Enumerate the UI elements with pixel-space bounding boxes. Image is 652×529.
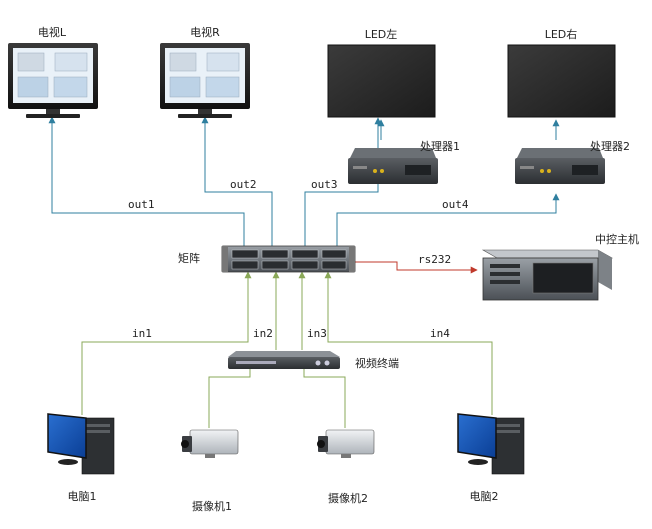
in2-label: in2 bbox=[253, 327, 273, 340]
matrix-label: 矩阵 bbox=[178, 251, 200, 265]
processor2 bbox=[515, 148, 605, 184]
tv-left-label: 电视L bbox=[38, 25, 67, 39]
in4-line bbox=[324, 271, 493, 415]
out4-label: out4 bbox=[442, 198, 469, 211]
camera1 bbox=[181, 429, 239, 458]
output-lines bbox=[48, 116, 560, 246]
camera1-label: 摄像机1 bbox=[192, 499, 232, 513]
out2-label: out2 bbox=[230, 178, 257, 191]
matrix bbox=[221, 245, 356, 273]
video-terminal bbox=[228, 351, 340, 369]
video-terminal-label: 视频终端 bbox=[355, 356, 399, 370]
processor1 bbox=[348, 148, 438, 184]
input-lines bbox=[81, 271, 493, 428]
pc2-label: 电脑2 bbox=[470, 490, 499, 503]
camera1-terminal-line bbox=[208, 369, 251, 428]
pc2 bbox=[457, 413, 525, 475]
camera2 bbox=[317, 429, 375, 458]
out2-line bbox=[201, 116, 273, 246]
processor2-label: 处理器2 bbox=[590, 140, 630, 153]
tv-right bbox=[160, 43, 250, 118]
in4-label: in4 bbox=[430, 327, 450, 340]
out4-line bbox=[336, 193, 560, 246]
rs232-label: rs232 bbox=[418, 253, 451, 266]
pc1 bbox=[47, 413, 115, 475]
camera2-terminal-line bbox=[303, 369, 346, 428]
pc1-label: 电脑1 bbox=[68, 490, 97, 503]
processor1-label: 处理器1 bbox=[420, 140, 460, 153]
tv-left bbox=[8, 43, 98, 118]
central-control-host bbox=[481, 249, 614, 301]
camera2-label: 摄像机2 bbox=[328, 491, 368, 505]
led-left-label: LED左 bbox=[365, 28, 398, 41]
in3-label: in3 bbox=[307, 327, 327, 340]
in1-label: in1 bbox=[132, 327, 152, 340]
tv-right-label: 电视R bbox=[190, 25, 220, 39]
out3-label: out3 bbox=[311, 178, 338, 191]
out1-line bbox=[48, 116, 245, 246]
in1-line bbox=[81, 271, 252, 415]
led-right bbox=[507, 44, 616, 118]
central-control-label: 中控主机 bbox=[595, 232, 639, 246]
out1-label: out1 bbox=[128, 198, 155, 211]
control-line bbox=[355, 261, 478, 274]
rs232-line bbox=[355, 261, 478, 274]
led-right-label: LED右 bbox=[545, 27, 578, 41]
led-left bbox=[327, 44, 436, 118]
